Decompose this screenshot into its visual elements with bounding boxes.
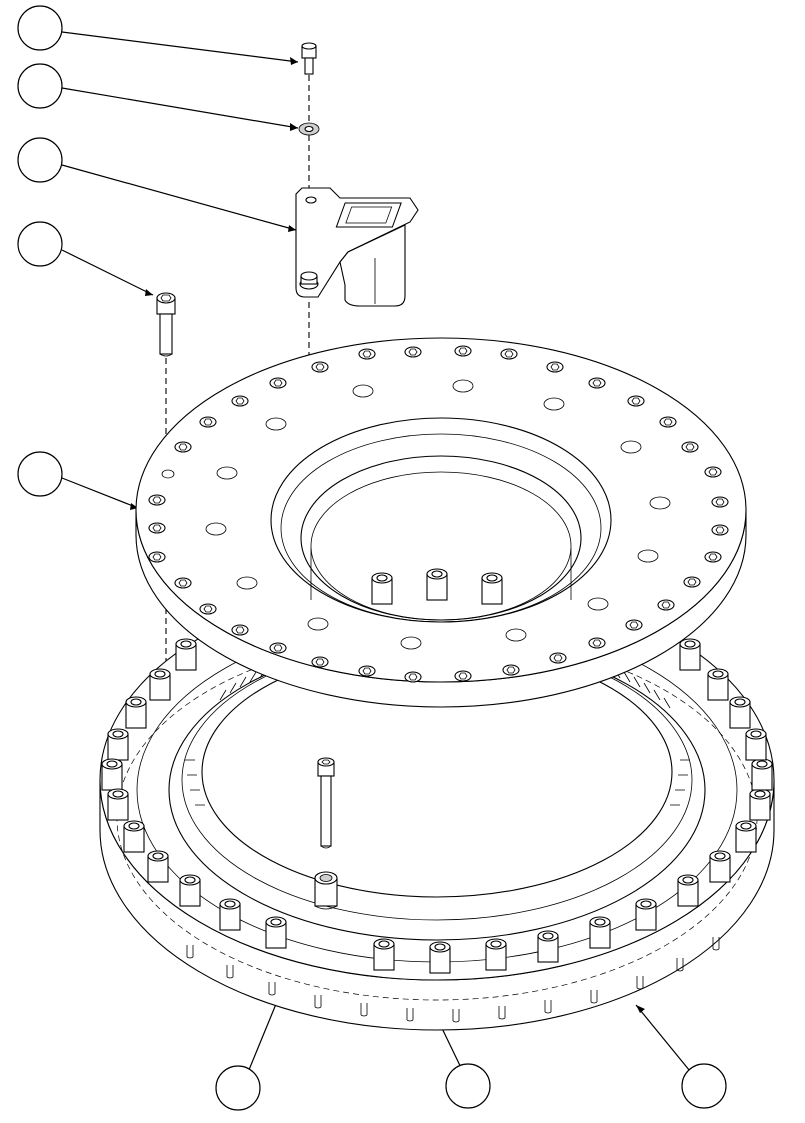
balloon-7 bbox=[445, 1063, 491, 1109]
balloon-1 bbox=[17, 5, 63, 51]
top-flange-plate bbox=[135, 337, 747, 708]
mounting-bracket bbox=[295, 187, 419, 307]
flange-holes bbox=[161, 379, 671, 650]
balloon-6 bbox=[215, 1065, 261, 1111]
balloon-5 bbox=[17, 451, 63, 497]
balloon-2 bbox=[17, 63, 63, 109]
spacer-sleeve bbox=[314, 871, 338, 910]
balloon-4 bbox=[17, 221, 63, 267]
long-cap-screw bbox=[317, 757, 335, 849]
balloon-8 bbox=[681, 1063, 727, 1109]
hex-bolt bbox=[301, 42, 317, 75]
washer bbox=[298, 122, 320, 136]
socket-head-cap-screw bbox=[156, 292, 176, 357]
balloon-3 bbox=[17, 137, 63, 183]
